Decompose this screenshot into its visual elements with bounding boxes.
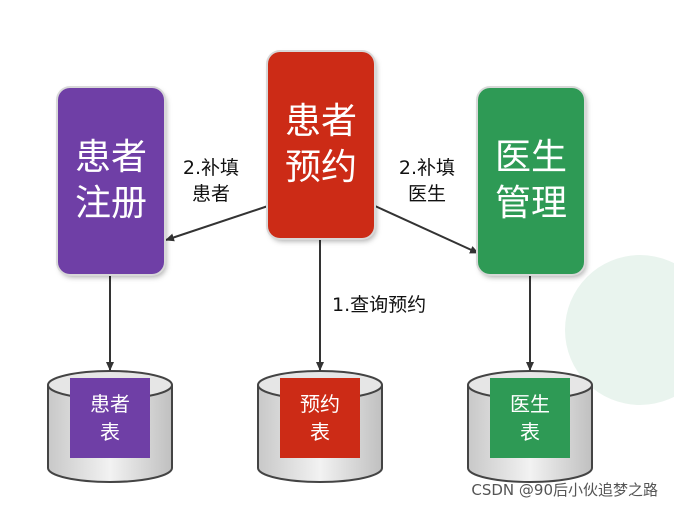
- table-doctor: 医生表: [490, 378, 570, 458]
- table-patient-label: 患者表: [90, 392, 130, 444]
- edge-label-query-booking: 1.查询预约: [332, 292, 426, 318]
- node-doctor-manage: 医生管理: [478, 88, 584, 274]
- node-patient-booking: 患者预约: [268, 52, 374, 238]
- node-doctor-manage-label: 医生管理: [494, 137, 567, 224]
- background-circle: [565, 255, 674, 405]
- edge-label-query-booking-text: 1.查询预约: [332, 294, 427, 316]
- edge-label-to-register-text: 2.补填患者: [182, 157, 240, 205]
- node-patient-register-label: 患者注册: [74, 137, 147, 224]
- arrow-booking-to-doctor: [374, 205, 479, 254]
- edge-label-to-register: 2.补填患者: [176, 155, 246, 207]
- edge-label-to-doctor: 2.补填医生: [392, 155, 462, 207]
- arrow-booking-to-register: [165, 205, 269, 242]
- node-patient-booking-label: 患者预约: [284, 101, 357, 188]
- table-patient: 患者表: [70, 378, 150, 458]
- table-doctor-label: 医生表: [510, 392, 550, 444]
- edge-label-to-doctor-text: 2.补填医生: [398, 157, 456, 205]
- watermark: CSDN @90后小伙追梦之路: [471, 481, 658, 499]
- node-patient-register: 患者注册: [58, 88, 164, 274]
- table-booking: 预约表: [280, 378, 360, 458]
- table-booking-label: 预约表: [300, 392, 340, 444]
